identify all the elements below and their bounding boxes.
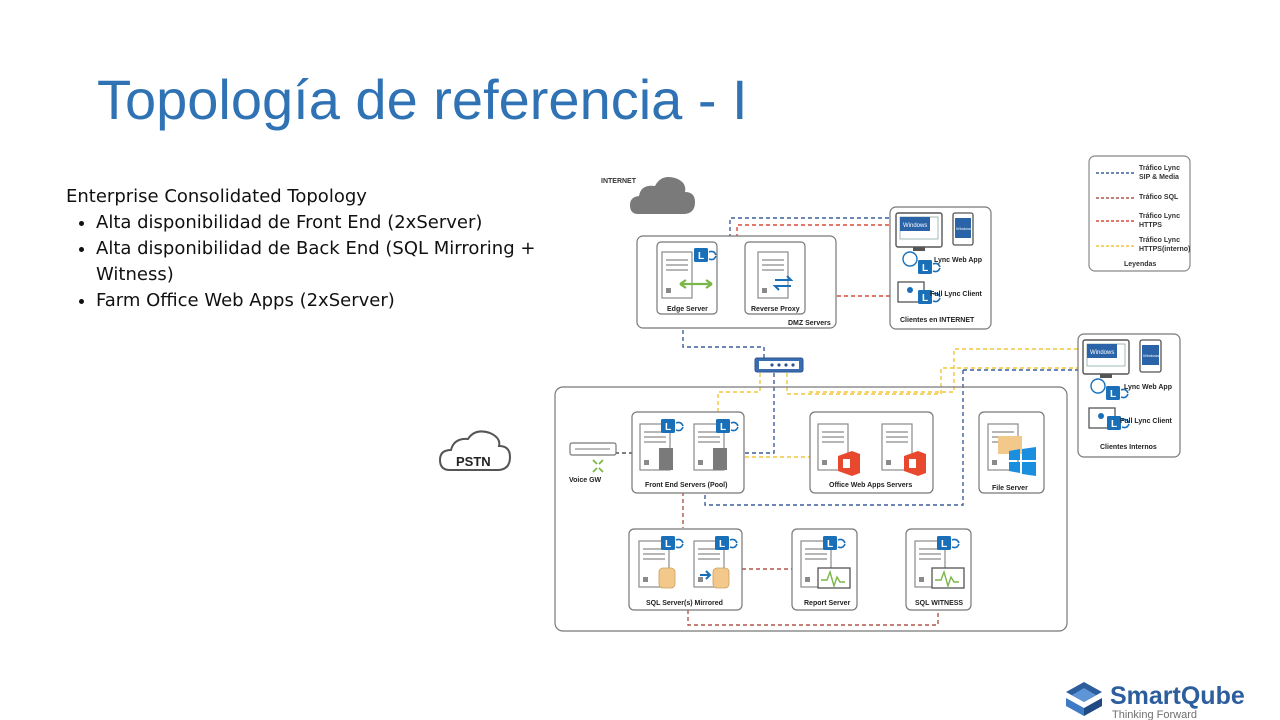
legend-item-3-line1: Tráfico Lync xyxy=(1139,213,1180,220)
bullet-backend-ha: Alta disponibilidad de Back End (SQL Mir… xyxy=(96,236,536,288)
slide-title: Topología de referencia - I xyxy=(97,68,748,131)
windows-screen-int: Windows xyxy=(1090,350,1114,356)
voice-gateway: Voice GW xyxy=(569,442,617,484)
file-server: File Server xyxy=(978,411,1045,494)
office-web-apps-label: Office Web Apps Servers xyxy=(829,482,912,489)
windows-tablet-top: Windows xyxy=(956,226,972,231)
full-lync-client-int: Full Lync Client xyxy=(1120,418,1173,425)
legend-item-3-line2: HTTPS xyxy=(1139,222,1162,229)
smartqube-logo: SmartQube Thinking Forward xyxy=(1066,682,1245,720)
report-server-label: Report Server xyxy=(804,600,851,607)
file-server-label: File Server xyxy=(992,485,1028,492)
legend-item-4-line1: Tráfico Lync xyxy=(1139,237,1180,244)
topology-description: Enterprise Consolidated Topology Alta di… xyxy=(66,184,536,314)
full-lync-client-top: Full Lync Client xyxy=(930,291,983,298)
front-end-label: Front End Servers (Pool) xyxy=(645,482,727,489)
reverse-proxy-label: Reverse Proxy xyxy=(751,306,800,313)
dmz-servers-label: DMZ Servers xyxy=(788,320,831,327)
internet-clients: Windows Windows Lync Web App Full Lync C… xyxy=(889,206,992,330)
network-switch xyxy=(754,357,804,373)
topology-heading: Enterprise Consolidated Topology xyxy=(66,186,367,207)
feature-list: Alta disponibilidad de Front End (2xServ… xyxy=(66,210,536,314)
smartqube-cube-icon xyxy=(1066,682,1102,716)
voice-gw-label: Voice GW xyxy=(569,477,602,484)
lync-web-app-top: Lync Web App xyxy=(934,257,982,264)
bullet-office-web-apps: Farm Office Web Apps (2xServer) xyxy=(96,288,536,314)
report-server: Report Server xyxy=(791,528,858,611)
pstn-cloud: PSTN xyxy=(438,430,512,471)
brand-name: SmartQube xyxy=(1110,682,1245,710)
internal-clients: Windows Windows Lync Web App Full Lync C… xyxy=(1077,333,1181,458)
dmz-zone: Edge Server Reverse Proxy DMZ Servers xyxy=(636,235,837,329)
legend-title: Leyendas xyxy=(1124,261,1156,268)
internal-network-zone xyxy=(554,386,1068,632)
sql-mirrored: SQL Server(s) Mirrored xyxy=(628,528,743,611)
legend-item-1-line2: SIP & Media xyxy=(1139,174,1179,181)
office-web-apps: Office Web Apps Servers xyxy=(809,411,934,494)
windows-screen-top: Windows xyxy=(903,223,927,229)
brand-tagline: Thinking Forward xyxy=(1112,709,1197,720)
sql-witness-label: SQL WITNESS xyxy=(915,600,963,607)
pstn-label: PSTN xyxy=(456,454,491,469)
bullet-frontend-ha: Alta disponibilidad de Front End (2xServ… xyxy=(96,210,536,236)
legend-item-2-line1: Tráfico SQL xyxy=(1139,194,1179,201)
clientes-internos-label: Clientes Internos xyxy=(1100,444,1157,451)
connection-lines xyxy=(615,217,1078,626)
lync-web-app-int: Lync Web App xyxy=(1124,384,1172,391)
edge-server-label: Edge Server xyxy=(667,306,708,313)
legend-item-4-line2: HTTPS(interno) xyxy=(1139,246,1190,253)
sql-mirrored-label: SQL Server(s) Mirrored xyxy=(646,600,723,607)
internet-cloud: INTERNET xyxy=(601,177,695,214)
windows-tablet-int: Windows xyxy=(1143,353,1159,358)
clientes-internet-label: Clientes en INTERNET xyxy=(900,317,975,324)
internet-label: INTERNET xyxy=(601,178,637,185)
front-end-pool: Front End Servers (Pool) xyxy=(631,411,745,494)
legend-item-1-line1: Tráfico Lync xyxy=(1139,165,1180,172)
legend: Tráfico Lync SIP & Media Tráfico SQL Trá… xyxy=(1088,155,1191,272)
sql-witness: SQL WITNESS xyxy=(905,528,972,611)
